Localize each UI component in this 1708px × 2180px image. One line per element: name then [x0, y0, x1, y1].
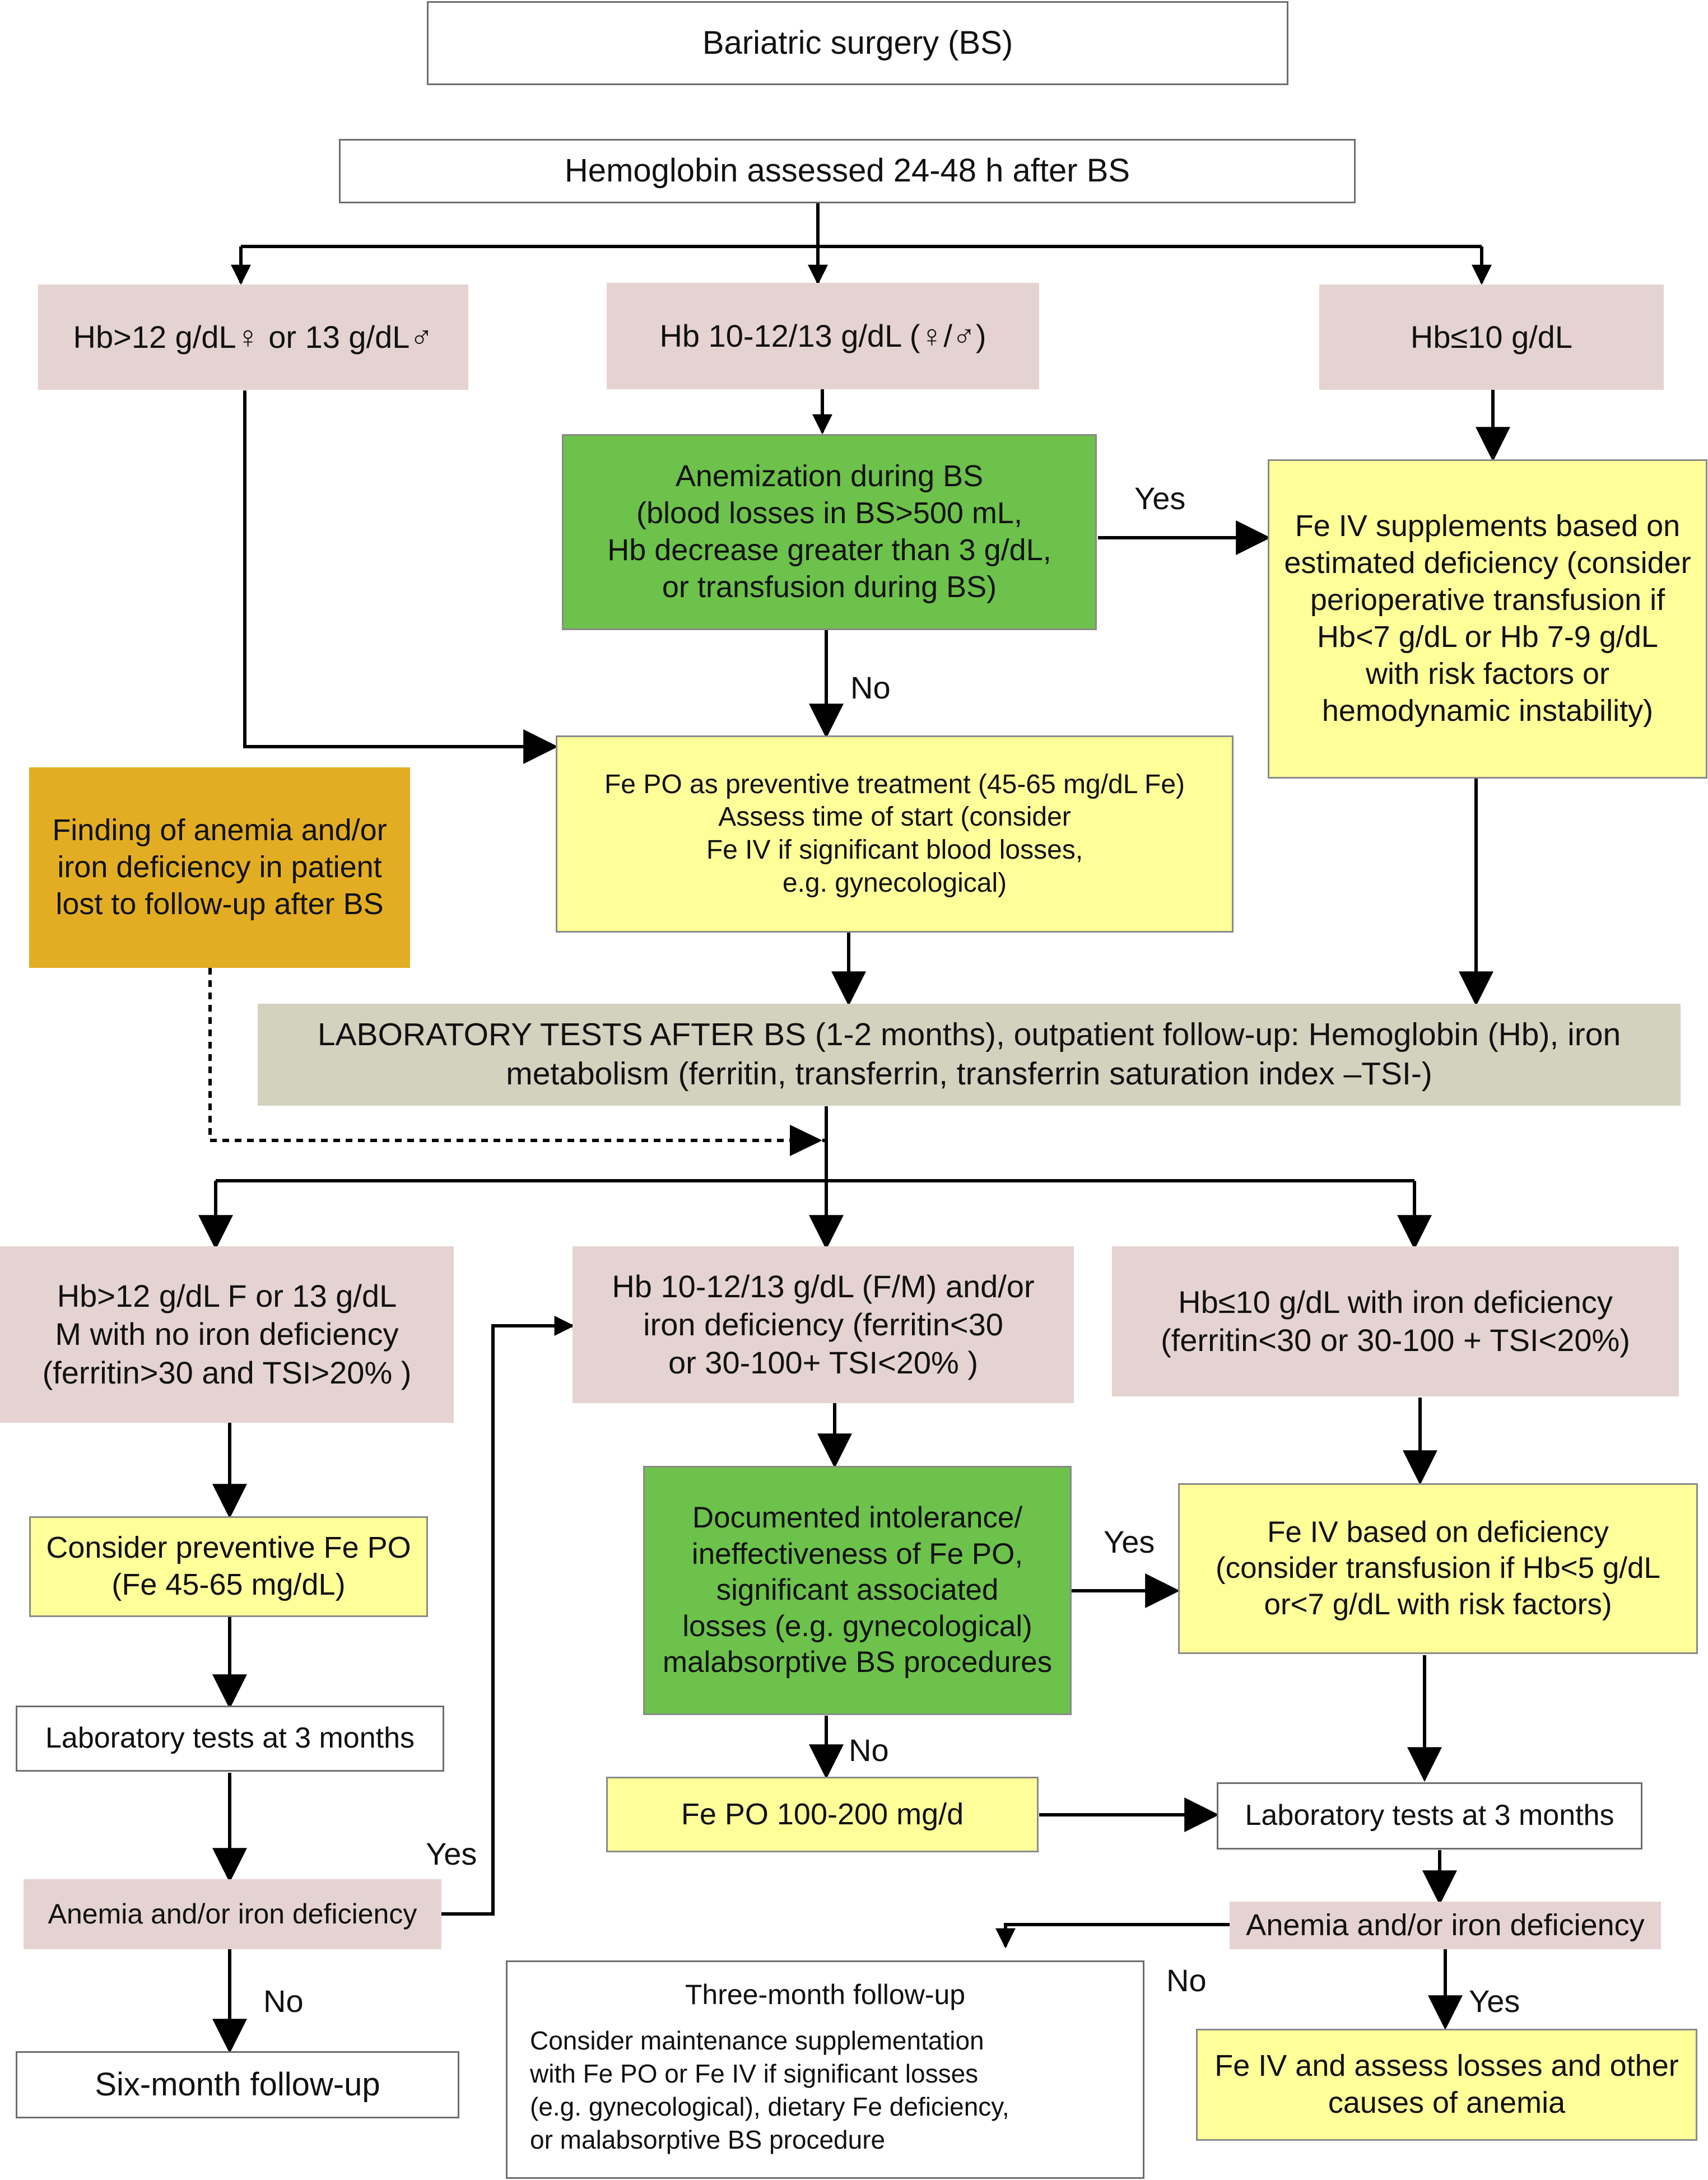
- anemization-box: Anemization during BS (blood losses in B…: [562, 434, 1097, 630]
- yes-label-left-anemia: Yes: [426, 1836, 477, 1871]
- no-label-right-anemia: No: [1166, 1963, 1207, 1998]
- fe-iv-deficiency-box: Fe IV based on deficiency (consider tran…: [1178, 1483, 1698, 1654]
- consider-fe-po-box: Consider preventive Fe PO (Fe 45-65 mg/d…: [29, 1516, 428, 1617]
- dotted-arrow-head: [790, 1125, 822, 1156]
- fe-po-preventive-box: Fe PO as preventive treatment (45-65 mg/…: [556, 735, 1234, 933]
- anemia-deficiency-right: Anemia and/or iron deficiency: [1230, 1902, 1661, 1949]
- anemia-deficiency-left: Anemia and/or iron deficiency: [24, 1879, 441, 1949]
- yes-label-anemization: Yes: [1134, 481, 1186, 516]
- fe-iv-assess-losses-box: Fe IV and assess losses and other causes…: [1196, 2029, 1697, 2141]
- lost-follow-up-box: Finding of anemia and/or iron deficiency…: [29, 767, 410, 968]
- three-month-follow-up-body: Consider maintenance supplementation wit…: [530, 2026, 1009, 2154]
- hb-high-box: Hb>12 g/dL♀ or 13 g/dL♂: [38, 285, 468, 390]
- arrow: [441, 1316, 575, 1916]
- three-month-follow-up-title: Three-month follow-up: [685, 1979, 966, 2010]
- lab-tests-3-months-right: Laboratory tests at 3 months: [1217, 1782, 1642, 1850]
- no-label-left-anemia: No: [263, 1983, 304, 2019]
- hb-low-box: Hb≤10 g/dL: [1319, 285, 1664, 390]
- dotted-arrow: [208, 968, 795, 1142]
- documented-intolerance-box: Documented intolerance/ ineffectiveness …: [643, 1466, 1072, 1715]
- fe-iv-supplements-box: Fe IV supplements based on estimated def…: [1268, 459, 1707, 779]
- hemoglobin-assessed-box: Hemoglobin assessed 24-48 h after BS: [339, 139, 1356, 203]
- hb-mid-followup-box: Hb 10-12/13 g/dL (F/M) and/or iron defic…: [573, 1246, 1074, 1403]
- six-month-follow-up-box: Six-month follow-up: [16, 2051, 459, 2118]
- no-label-anemization: No: [850, 670, 891, 705]
- hb-low-followup-box: Hb≤10 g/dL with iron deficiency (ferriti…: [1112, 1246, 1679, 1396]
- yes-label-right-anemia: Yes: [1469, 1983, 1520, 2019]
- arrow: [995, 1923, 1230, 1949]
- laboratory-tests-box: LABORATORY TESTS AFTER BS (1-2 months), …: [258, 1004, 1681, 1106]
- arrow: [243, 390, 559, 764]
- fe-po-100-200-box: Fe PO 100-200 mg/d: [606, 1777, 1039, 1852]
- no-label-intolerance: No: [849, 1732, 889, 1768]
- three-month-follow-up-box: Three-month follow-up Consider maintenan…: [506, 1960, 1144, 2179]
- lab-tests-3-months-left: Laboratory tests at 3 months: [16, 1706, 444, 1772]
- hb-mid-box: Hb 10-12/13 g/dL (♀/♂): [607, 283, 1039, 389]
- bariatric-surgery-box: Bariatric surgery (BS): [427, 1, 1288, 85]
- yes-label-intolerance: Yes: [1104, 1524, 1155, 1559]
- hb-high-followup-box: Hb>12 g/dL F or 13 g/dL M with no iron d…: [0, 1246, 454, 1423]
